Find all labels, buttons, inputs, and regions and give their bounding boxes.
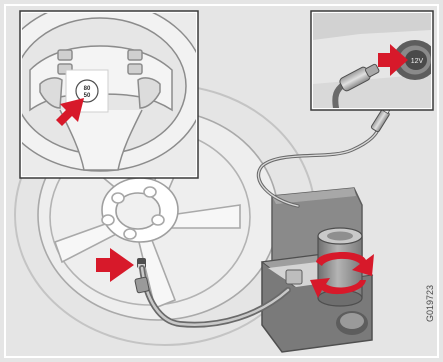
speed-sign-value-top: 80 [84,86,91,92]
speed-sign-value-bottom: 50 [84,93,91,99]
illustration-code: G019723 [425,285,435,322]
steering-wheel-inset: 80 50 [0,1,205,178]
socket-inset: 12V [311,11,437,110]
socket-label: 12V [411,58,424,65]
